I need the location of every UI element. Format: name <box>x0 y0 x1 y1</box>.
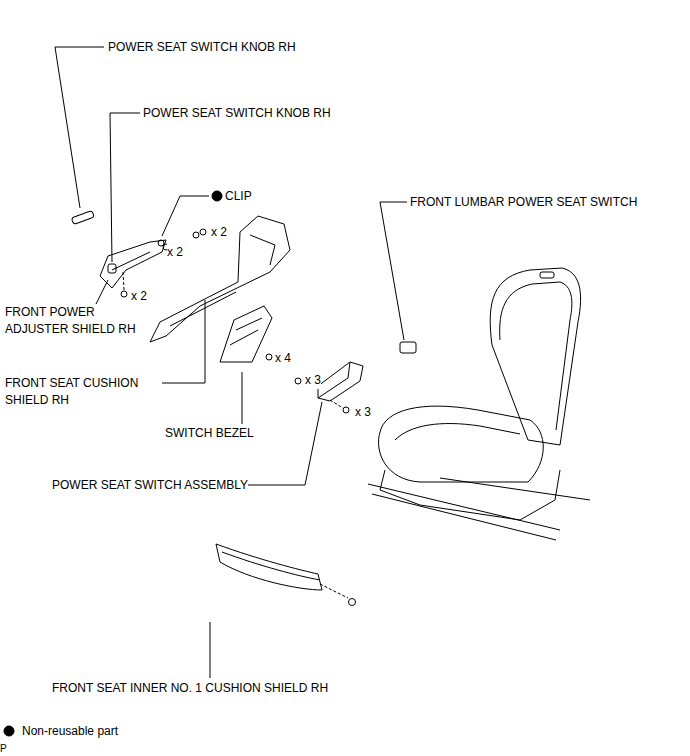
part-name: CLIP <box>225 188 252 205</box>
leader-line <box>162 196 209 236</box>
cushion-shield <box>150 216 290 342</box>
quantity: x 2 <box>167 244 183 261</box>
part-name: SWITCH BEZEL <box>165 425 254 442</box>
seat-cushion <box>379 406 544 482</box>
figure-code: P <box>0 742 7 755</box>
part-name: FRONT POWER ADJUSTER SHIELD RH <box>5 304 145 338</box>
switch-assembly <box>318 362 363 401</box>
leader-line <box>55 47 104 208</box>
leader-line <box>96 280 108 304</box>
part-name: POWER SEAT SWITCH KNOB RH <box>143 105 331 122</box>
dashed-line <box>123 272 124 290</box>
part-name: FRONT SEAT INNER NO. 1 CUSHION SHIELD RH <box>52 680 328 697</box>
dashed-line <box>320 584 348 598</box>
headrest-hole <box>540 272 554 278</box>
screw <box>200 229 206 235</box>
leader-line <box>242 372 243 424</box>
leader-line <box>210 622 211 678</box>
part-name: FRONT LUMBAR POWER SEAT SWITCH <box>410 194 637 211</box>
seat-rail <box>440 478 590 500</box>
switch-knob <box>71 210 94 224</box>
screw <box>121 291 127 297</box>
leader-line <box>380 202 407 340</box>
quantity: x 2 <box>211 224 227 241</box>
leader-line <box>162 300 205 383</box>
cushion-seam <box>395 424 520 440</box>
lumbar-switch <box>400 342 416 353</box>
legend-text: Non-reusable part <box>22 723 118 740</box>
adjuster-shield <box>100 240 166 288</box>
leader-line <box>110 113 140 262</box>
part-name: POWER SEAT SWITCH ASSEMBLY <box>52 477 248 494</box>
screw <box>343 407 349 413</box>
screw <box>193 232 199 238</box>
screw <box>266 354 272 360</box>
inner-cushion-shield <box>216 544 322 590</box>
screw <box>349 599 356 606</box>
leader-line <box>234 402 322 485</box>
switch-bezel <box>220 306 272 362</box>
nut <box>295 378 301 384</box>
quantity: x 4 <box>275 350 291 367</box>
seat-back-seam <box>500 282 572 430</box>
quantity: x 3 <box>355 404 371 421</box>
quantity: x 3 <box>305 372 321 389</box>
quantity: x 2 <box>131 288 147 305</box>
part-name: POWER SEAT SWITCH KNOB RH <box>108 39 296 56</box>
seat-frame <box>380 470 560 520</box>
seat-rail <box>372 494 556 540</box>
part-name: FRONT SEAT CUSHION SHIELD RH <box>5 375 150 409</box>
non-reusable-mark <box>212 191 222 201</box>
seat-back <box>490 268 580 445</box>
dashed-line <box>330 400 343 408</box>
legend-mark <box>4 726 14 736</box>
